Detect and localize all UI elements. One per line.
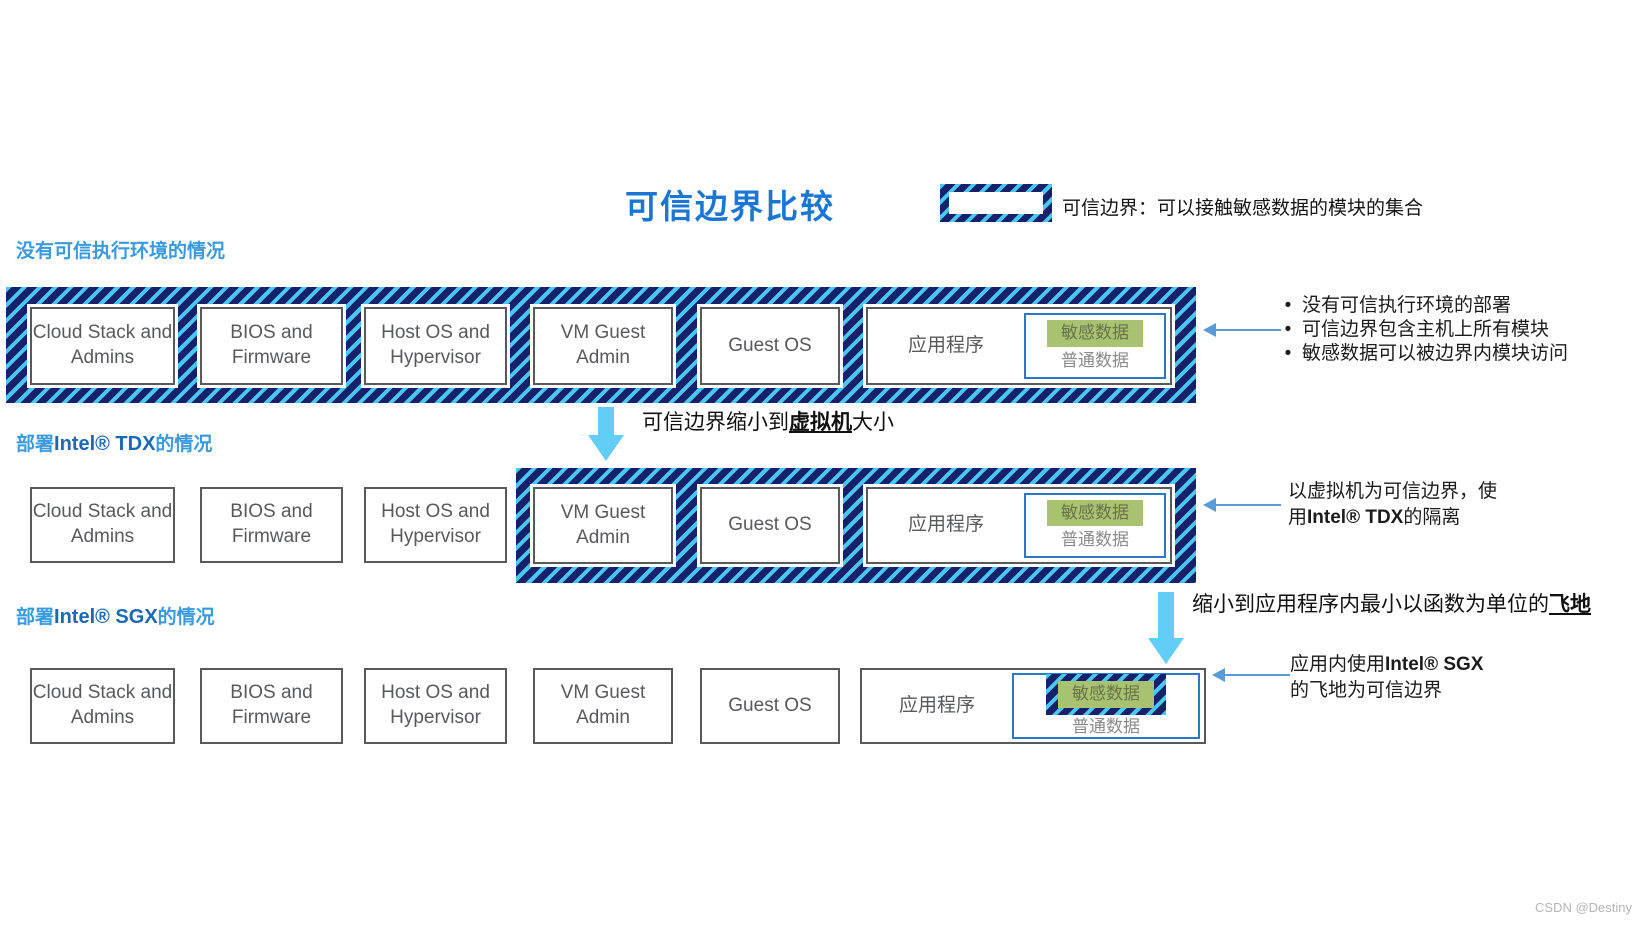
- module-box-host-os: Host OS and Hypervisor: [364, 307, 507, 385]
- normal-data-label: 普通数据: [1072, 716, 1140, 736]
- note-line: • 敏感数据可以被边界内模块访问: [1282, 342, 1568, 366]
- note-sgx: 应用内使用Intel® SGX 的飞地为可信边界: [1290, 654, 1484, 701]
- sensitive-data-badge: 敏感数据: [1047, 499, 1143, 526]
- sensitive-data-badge: 敏感数据: [1047, 320, 1143, 347]
- module-box-bios: BIOS and Firmware: [200, 668, 343, 744]
- row-label-no-tee: 没有可信执行环境的情况: [16, 241, 226, 262]
- module-box-guest-os: Guest OS: [700, 487, 840, 564]
- transition-text-to-vm: 可信边界缩小到虚拟机大小: [642, 411, 894, 434]
- data-box: 敏感数据 普通数据: [1012, 673, 1200, 739]
- notes-no-tee: • 没有可信执行环境的部署 • 可信边界包含主机上所有模块 • 敏感数据可以被边界内模…: [1282, 294, 1568, 366]
- module-label: Host OS and Hypervisor: [381, 322, 490, 368]
- trust-boundary-swatch-icon: [940, 184, 1052, 222]
- module-label: BIOS and Firmware: [230, 322, 313, 368]
- legend-label: 可信边界：可以接触敏感数据的模块的集合: [1062, 198, 1424, 219]
- module-box-host-os: Host OS and Hypervisor: [364, 487, 507, 563]
- module-label: 应用程序: [898, 694, 975, 716]
- module-label: BIOS and Firmware: [230, 682, 313, 728]
- module-box-cloud-stack: Cloud Stack and Admins: [30, 307, 175, 385]
- module-label: Cloud Stack and Admins: [32, 322, 173, 368]
- module-label: Cloud Stack and Admins: [32, 682, 173, 728]
- left-arrow-icon: [1212, 668, 1290, 682]
- note-text: 敏感数据可以被边界内模块访问: [1302, 343, 1569, 364]
- module-box-guest-os: Guest OS: [700, 307, 840, 385]
- trust-boundary-enclave: 敏感数据: [1046, 674, 1166, 715]
- module-label: Guest OS: [728, 334, 812, 356]
- module-label: Host OS and Hypervisor: [381, 682, 490, 728]
- module-label: VM Guest Admin: [560, 322, 646, 368]
- note-line: • 没有可信执行环境的部署: [1282, 294, 1568, 318]
- page-title: 可信边界比较: [625, 188, 835, 225]
- module-box-bios: BIOS and Firmware: [200, 307, 343, 385]
- module-box-cloud-stack: Cloud Stack and Admins: [30, 487, 175, 563]
- trust-boundary-swatch-inner: [949, 192, 1043, 214]
- data-box: 敏感数据 普通数据: [1024, 493, 1166, 558]
- module-box-application: 应用程序 敏感数据 普通数据: [860, 668, 1206, 744]
- module-label: VM Guest Admin: [560, 682, 646, 728]
- left-arrow-icon: [1203, 498, 1281, 512]
- sensitive-data-badge: 敏感数据: [1058, 681, 1154, 708]
- note-text: 没有可信执行环境的部署: [1302, 295, 1512, 316]
- module-label: BIOS and Firmware: [230, 501, 313, 547]
- watermark: CSDN @Destiny: [1535, 900, 1632, 915]
- module-label: 应用程序: [907, 514, 984, 536]
- normal-data-label: 普通数据: [1061, 350, 1129, 370]
- module-label: 应用程序: [907, 334, 984, 356]
- note-tdx: 以虚拟机为可信边界，使 用Intel® TDX的隔离: [1288, 481, 1498, 528]
- module-label: Guest OS: [728, 514, 812, 536]
- module-box-bios: BIOS and Firmware: [200, 487, 343, 563]
- module-box-cloud-stack: Cloud Stack and Admins: [30, 668, 175, 744]
- module-label: Cloud Stack and Admins: [32, 501, 173, 547]
- row-label-sgx: 部署Intel® SGX的情况: [16, 606, 215, 628]
- module-label: VM Guest Admin: [560, 501, 646, 548]
- note-line: • 可信边界包含主机上所有模块: [1282, 318, 1568, 342]
- row-label-tdx: 部署Intel® TDX的情况: [16, 433, 213, 455]
- note-text: 可信边界包含主机上所有模块: [1302, 319, 1550, 340]
- down-arrow-icon: [588, 407, 624, 461]
- transition-text-to-enclave: 缩小到应用程序内最小以函数为单位的飞地: [1192, 593, 1591, 616]
- module-box-guest-os: Guest OS: [700, 668, 840, 744]
- bullet: •: [1284, 295, 1292, 316]
- module-box-vm-admin: VM Guest Admin: [533, 668, 673, 744]
- left-arrow-icon: [1203, 323, 1281, 337]
- module-box-application: 应用程序 敏感数据 普通数据: [866, 307, 1172, 385]
- module-label: Guest OS: [728, 694, 812, 716]
- module-box-application: 应用程序 敏感数据 普通数据: [866, 487, 1172, 564]
- bullet: •: [1284, 343, 1292, 364]
- normal-data-label: 普通数据: [1061, 530, 1129, 549]
- module-box-vm-admin: VM Guest Admin: [533, 487, 673, 564]
- bullet: •: [1284, 319, 1292, 340]
- down-arrow-icon: [1148, 592, 1184, 664]
- data-box: 敏感数据 普通数据: [1024, 313, 1166, 379]
- module-box-vm-admin: VM Guest Admin: [533, 307, 673, 385]
- module-box-host-os: Host OS and Hypervisor: [364, 668, 507, 744]
- module-label: Host OS and Hypervisor: [381, 501, 490, 547]
